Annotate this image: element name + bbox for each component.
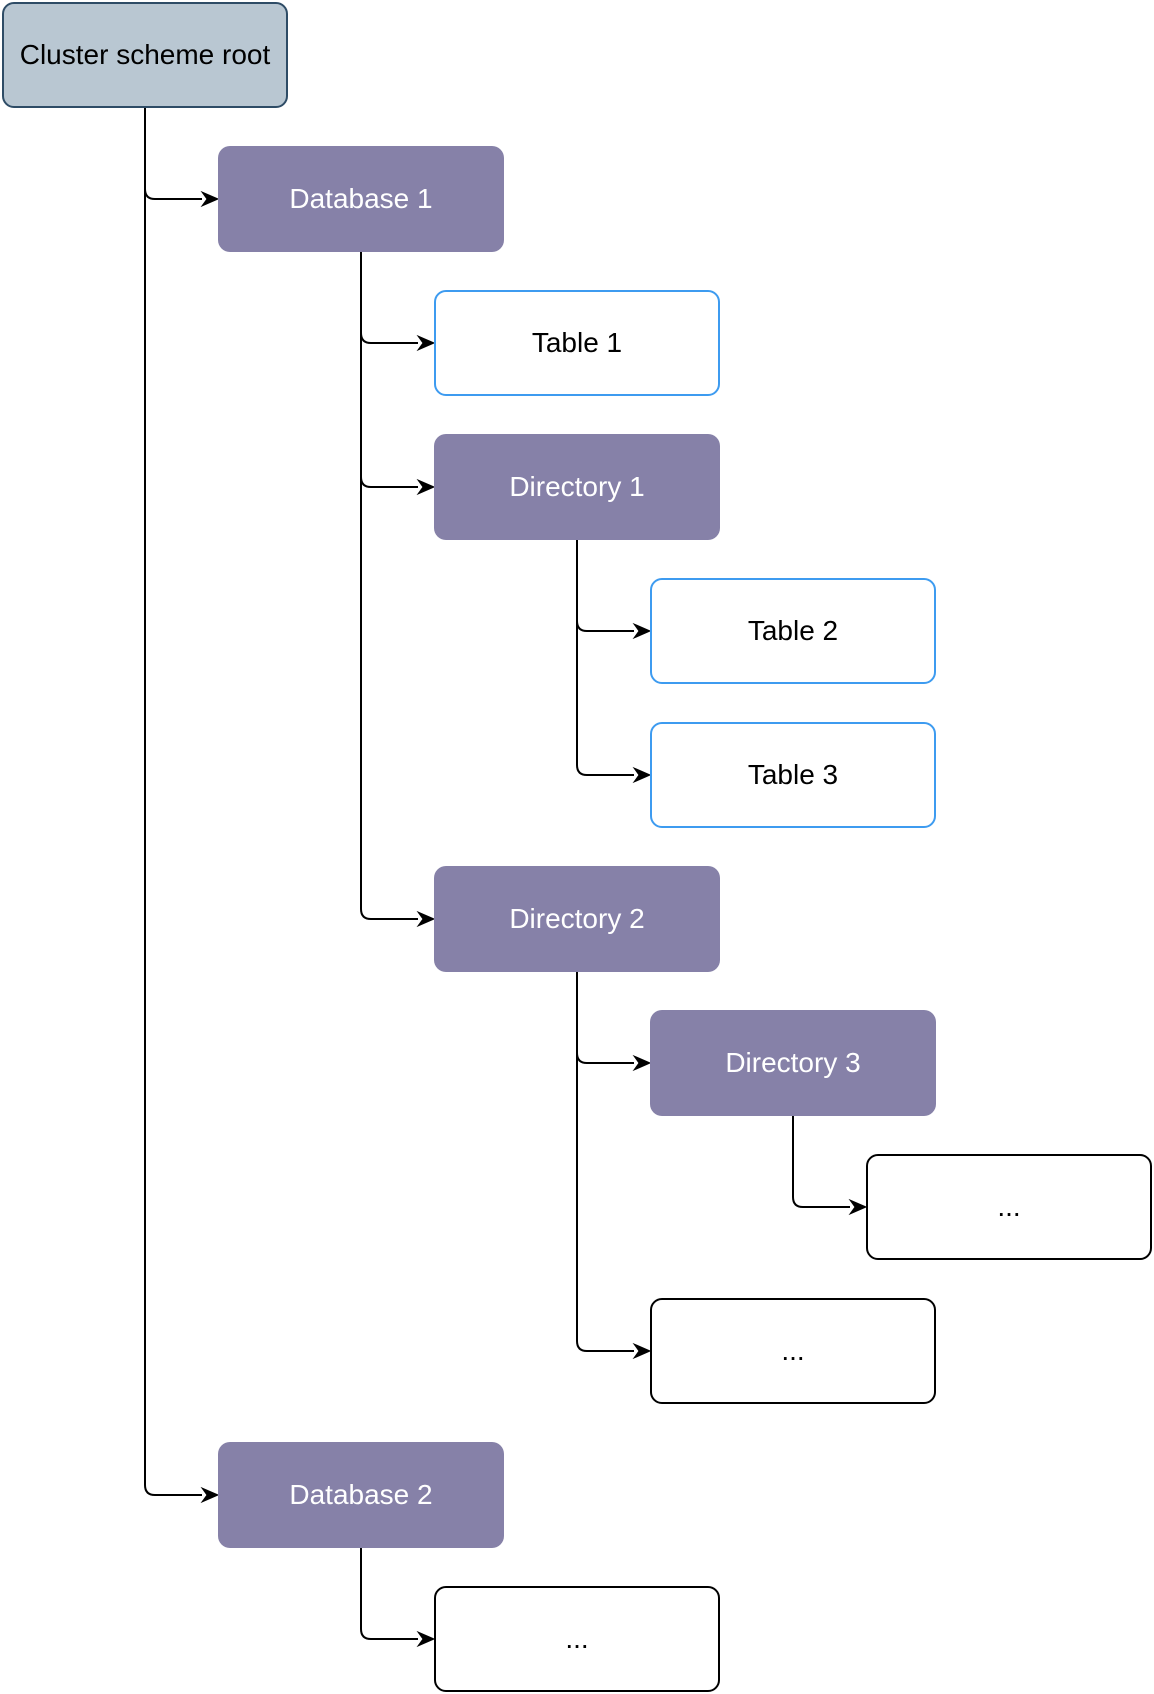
- node-label-table-3: Table 3: [747, 759, 839, 791]
- node-label-more-3: ...: [565, 1623, 589, 1655]
- edge-directory-1-to-table-2: [576, 540, 634, 632]
- node-directory-2: Directory 2: [434, 866, 720, 972]
- node-table-3: Table 3: [650, 722, 936, 828]
- edge-directory-2-to-more-2: [576, 972, 634, 1352]
- node-label-directory-3: Directory 3: [725, 1047, 861, 1079]
- arrowhead-database-1-to-directory-2: [416, 910, 436, 928]
- node-table-1: Table 1: [434, 290, 720, 396]
- node-label-database-1: Database 1: [289, 183, 433, 215]
- edge-database-1-to-directory-2: [360, 252, 418, 920]
- node-label-directory-1: Directory 1: [509, 471, 645, 503]
- edge-directory-3-to-more-1: [792, 1116, 850, 1208]
- arrowhead-directory-2-to-directory-3: [632, 1054, 652, 1072]
- node-label-more-1: ...: [997, 1191, 1021, 1223]
- node-root: Cluster scheme root: [2, 2, 288, 108]
- node-directory-3: Directory 3: [650, 1010, 936, 1116]
- arrowhead-root-to-database-1: [200, 190, 220, 208]
- edge-directory-1-to-table-3: [576, 540, 634, 776]
- arrowhead-directory-3-to-more-1: [848, 1198, 868, 1216]
- edge-root-to-database-1: [144, 108, 202, 200]
- arrowhead-directory-1-to-table-2: [632, 622, 652, 640]
- arrowhead-directory-2-to-more-2: [632, 1342, 652, 1360]
- node-label-root: Cluster scheme root: [19, 39, 271, 71]
- node-database-2: Database 2: [218, 1442, 504, 1548]
- arrowhead-root-to-database-2: [200, 1486, 220, 1504]
- edge-root-to-database-2: [144, 108, 202, 1496]
- edge-directory-2-to-directory-3: [576, 972, 634, 1064]
- arrowhead-directory-1-to-table-3: [632, 766, 652, 784]
- node-more-1: ...: [866, 1154, 1152, 1260]
- node-label-more-2: ...: [781, 1335, 805, 1367]
- node-label-directory-2: Directory 2: [509, 903, 645, 935]
- edge-database-2-to-more-3: [360, 1548, 418, 1640]
- arrowhead-database-1-to-directory-1: [416, 478, 436, 496]
- arrowhead-database-1-to-table-1: [416, 334, 436, 352]
- node-more-3: ...: [434, 1586, 720, 1692]
- node-label-table-2: Table 2: [747, 615, 839, 647]
- edge-database-1-to-table-1: [360, 252, 418, 344]
- edge-database-1-to-directory-1: [360, 252, 418, 488]
- node-table-2: Table 2: [650, 578, 936, 684]
- node-label-database-2: Database 2: [289, 1479, 433, 1511]
- node-more-2: ...: [650, 1298, 936, 1404]
- node-directory-1: Directory 1: [434, 434, 720, 540]
- arrowhead-database-2-to-more-3: [416, 1630, 436, 1648]
- node-database-1: Database 1: [218, 146, 504, 252]
- node-label-table-1: Table 1: [531, 327, 623, 359]
